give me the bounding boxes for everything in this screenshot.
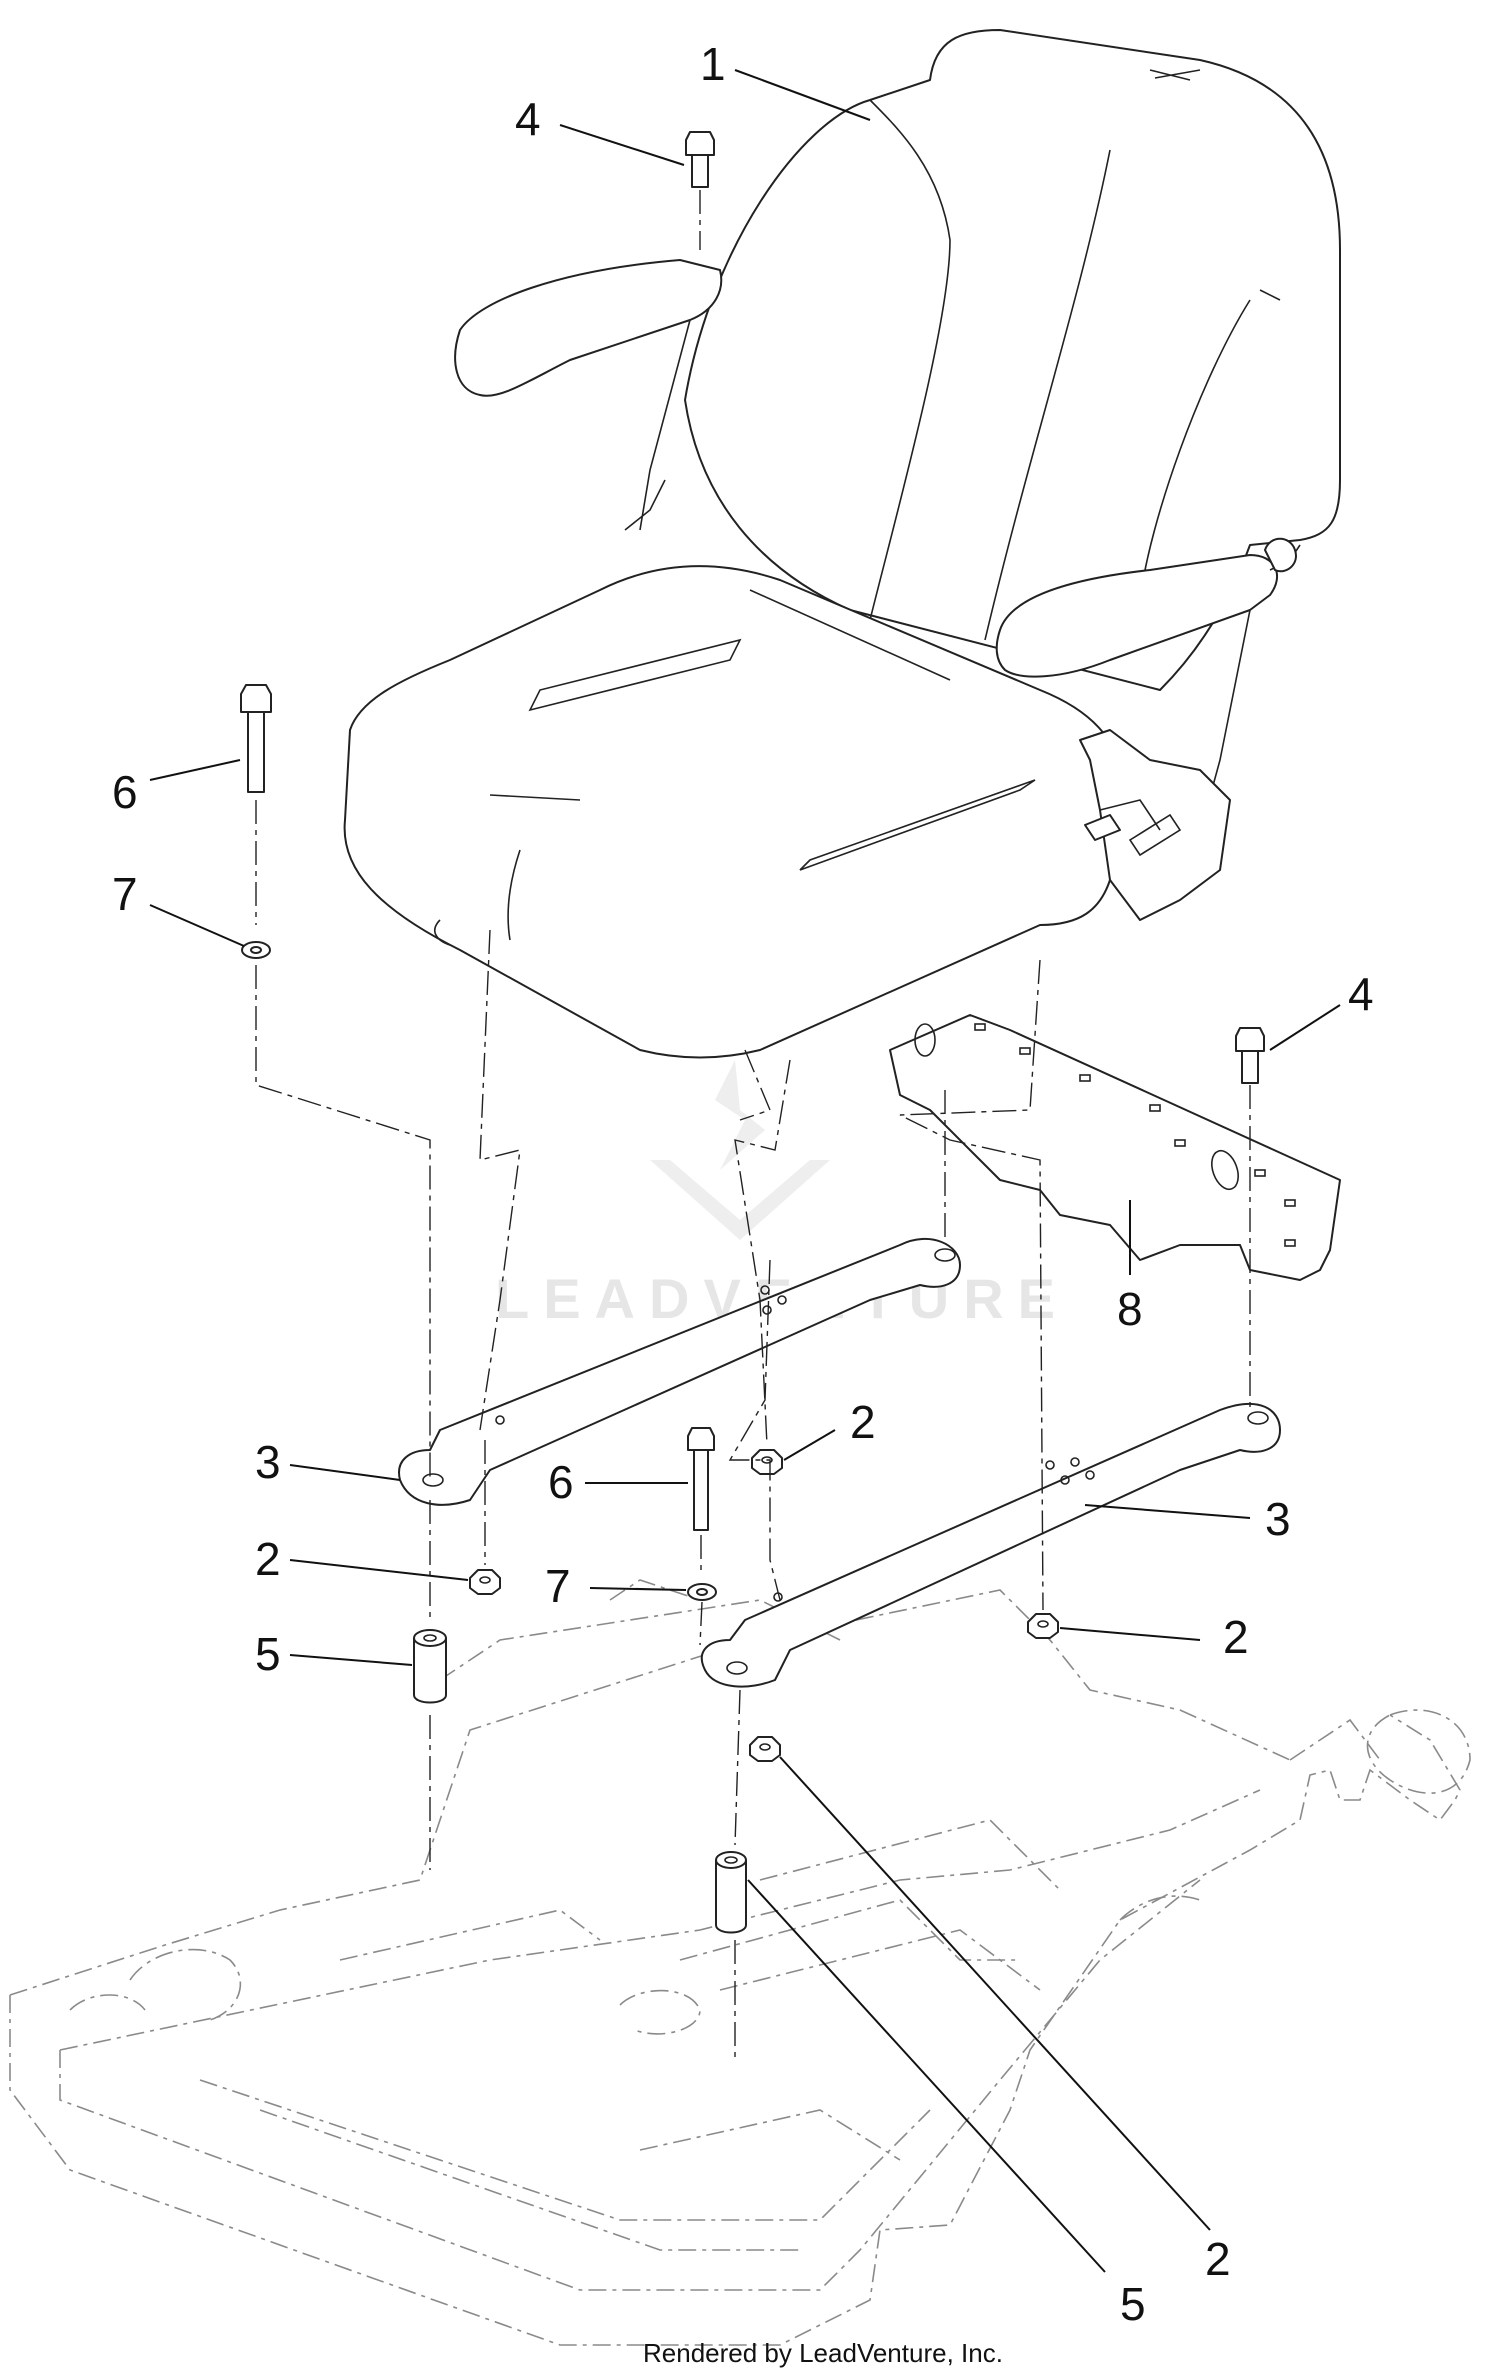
nut-2-left bbox=[469, 1569, 501, 1595]
callout-6: 6 bbox=[548, 1456, 574, 1508]
nut-2-upper-mid bbox=[751, 1449, 783, 1475]
callout-2: 2 bbox=[850, 1396, 876, 1448]
callout-4: 4 bbox=[515, 93, 541, 145]
callout-5: 5 bbox=[1120, 2278, 1146, 2330]
leader-lines bbox=[149, 69, 1341, 2273]
callouts: 1 4 6 7 4 8 2 3 6 3 2 7 2 5 2 5 bbox=[112, 38, 1374, 2330]
callout-7: 7 bbox=[112, 868, 138, 920]
callout-6: 6 bbox=[112, 766, 138, 818]
bolt-6-left bbox=[240, 684, 272, 925]
callout-3: 3 bbox=[1265, 1493, 1291, 1545]
seat-mount-bracket bbox=[889, 1014, 1341, 1281]
callout-2: 2 bbox=[1223, 1611, 1249, 1663]
callout-8: 8 bbox=[1117, 1283, 1143, 1335]
callout-2: 2 bbox=[255, 1533, 281, 1585]
bolt-4-right bbox=[1235, 1027, 1265, 1084]
nut-2-lower bbox=[749, 1736, 781, 1762]
assembly-lines bbox=[255, 929, 1251, 2060]
bolt-4-upper bbox=[685, 131, 715, 250]
seat-rail-right bbox=[700, 1402, 1281, 1688]
seat-rail-left bbox=[398, 1237, 961, 1506]
callout-5: 5 bbox=[255, 1628, 281, 1680]
washer-7-mid bbox=[687, 1583, 717, 1601]
washer-7-left bbox=[241, 941, 271, 959]
callout-3: 3 bbox=[255, 1436, 281, 1488]
spacer-5-left bbox=[413, 1629, 447, 1704]
render-credit: Rendered by LeadVenture, Inc. bbox=[643, 2338, 1003, 2368]
callout-4: 4 bbox=[1348, 968, 1374, 1020]
bolt-6-mid bbox=[687, 1427, 715, 1575]
spacer-5-lower bbox=[715, 1851, 747, 1934]
callout-1: 1 bbox=[700, 38, 726, 90]
seat bbox=[343, 29, 1341, 1059]
callout-2: 2 bbox=[1205, 2233, 1231, 2285]
callout-7: 7 bbox=[545, 1560, 571, 1612]
nut-2-right bbox=[1027, 1613, 1059, 1639]
